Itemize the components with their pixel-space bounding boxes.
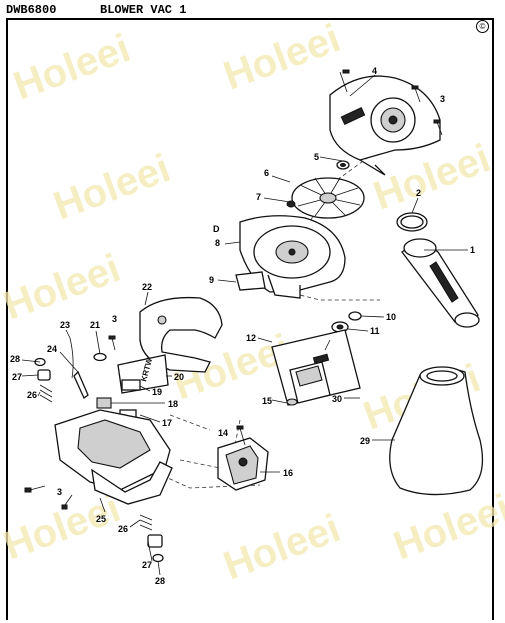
callout-8: 8 bbox=[215, 238, 220, 248]
nut-part-21 bbox=[93, 352, 107, 362]
callout-14: 14 bbox=[218, 428, 228, 438]
label-part-9 bbox=[235, 271, 266, 291]
main-body-part-25 bbox=[54, 409, 173, 505]
watermark-text: Holeei bbox=[8, 26, 136, 108]
callout-29: 29 bbox=[360, 436, 370, 446]
screw-part-3 bbox=[339, 69, 443, 136]
model-number: DWB6800 bbox=[6, 3, 57, 17]
callout-1: 1 bbox=[470, 245, 475, 255]
callout-30: 30 bbox=[332, 394, 342, 404]
cord-part-23 bbox=[69, 337, 74, 379]
spring-part-26 bbox=[39, 384, 53, 403]
callout-6: 6 bbox=[264, 168, 269, 178]
callout-3c: 3 bbox=[57, 487, 62, 497]
watermark-text: Holeei bbox=[0, 246, 126, 328]
callout-11: 11 bbox=[370, 326, 380, 336]
callout-23: 23 bbox=[60, 320, 70, 330]
cord-part-24 bbox=[73, 370, 89, 400]
washer-part-10 bbox=[348, 311, 362, 321]
handle-top-part-22 bbox=[139, 296, 223, 373]
callout-27b: 27 bbox=[142, 560, 152, 570]
callout-labels: 1 2 3 4 5 6 7 8 9 10 11 12 14 15 16 17 1… bbox=[10, 66, 475, 586]
callout-7: 7 bbox=[256, 192, 261, 202]
callout-15: 15 bbox=[262, 396, 272, 406]
ring-part-2 bbox=[396, 212, 428, 232]
screw-part-3 bbox=[108, 335, 116, 351]
plug-part-27 bbox=[147, 534, 163, 548]
callout-leaders bbox=[21, 74, 468, 576]
callout-28: 28 bbox=[10, 354, 20, 364]
callout-3b: 3 bbox=[112, 314, 117, 324]
bearing-part-15 bbox=[286, 398, 298, 406]
spring-part-26 bbox=[139, 514, 153, 531]
watermark-text: Holeei bbox=[218, 506, 346, 588]
callout-5: 5 bbox=[314, 152, 319, 162]
watermark-text: Holeei bbox=[388, 486, 505, 568]
watermark-text: Holeei bbox=[0, 486, 126, 568]
motor-part-30 bbox=[271, 329, 361, 406]
detail-marker-d: D bbox=[213, 224, 220, 234]
callout-18: 18 bbox=[168, 399, 178, 409]
diagram-header: DWB6800 BLOWER VAC 1 bbox=[0, 0, 505, 18]
blower-tube-part-1 bbox=[401, 238, 480, 328]
callout-20: 20 bbox=[174, 372, 184, 382]
rear-housing-part-4 bbox=[329, 75, 441, 176]
callout-16: 16 bbox=[283, 468, 293, 478]
brush-part-18 bbox=[96, 397, 112, 409]
callout-27: 27 bbox=[12, 372, 22, 382]
callout-12: 12 bbox=[246, 333, 256, 343]
clip-part-28 bbox=[152, 553, 164, 563]
callout-24: 24 bbox=[47, 344, 57, 354]
front-housing-part-8 bbox=[239, 215, 346, 299]
copyright-icon: © bbox=[476, 20, 489, 33]
screw-part-14 bbox=[236, 425, 246, 446]
switch-part-19 bbox=[121, 379, 141, 391]
assembly-line bbox=[169, 414, 211, 431]
callout-22: 22 bbox=[142, 282, 152, 292]
diagram-frame bbox=[6, 18, 494, 620]
callout-4: 4 bbox=[372, 66, 377, 76]
watermark-text: Holeei bbox=[48, 146, 176, 228]
callout-3: 3 bbox=[440, 94, 445, 104]
diagram-title: BLOWER VAC 1 bbox=[100, 3, 187, 17]
callout-19: 19 bbox=[152, 387, 162, 397]
watermark-text: Holeei bbox=[218, 16, 346, 98]
washer-part-5 bbox=[336, 160, 350, 170]
collection-bag-part-29 bbox=[389, 366, 484, 496]
callout-28b: 28 bbox=[155, 576, 165, 586]
plug-part-27 bbox=[37, 369, 51, 381]
callout-2: 2 bbox=[416, 188, 421, 198]
impeller-fan-part-6 bbox=[291, 177, 365, 219]
callout-21: 21 bbox=[90, 320, 100, 330]
nut-part-7 bbox=[286, 200, 296, 208]
switch-housing-part-16 bbox=[217, 437, 269, 491]
callout-9: 9 bbox=[209, 275, 214, 285]
callout-10: 10 bbox=[386, 312, 396, 322]
callout-26b: 26 bbox=[118, 524, 128, 534]
callout-26: 26 bbox=[27, 390, 37, 400]
callout-25: 25 bbox=[96, 514, 106, 524]
washer-part-11 bbox=[331, 321, 349, 333]
screw-part-3 bbox=[24, 485, 73, 510]
callout-17: 17 bbox=[162, 418, 172, 428]
